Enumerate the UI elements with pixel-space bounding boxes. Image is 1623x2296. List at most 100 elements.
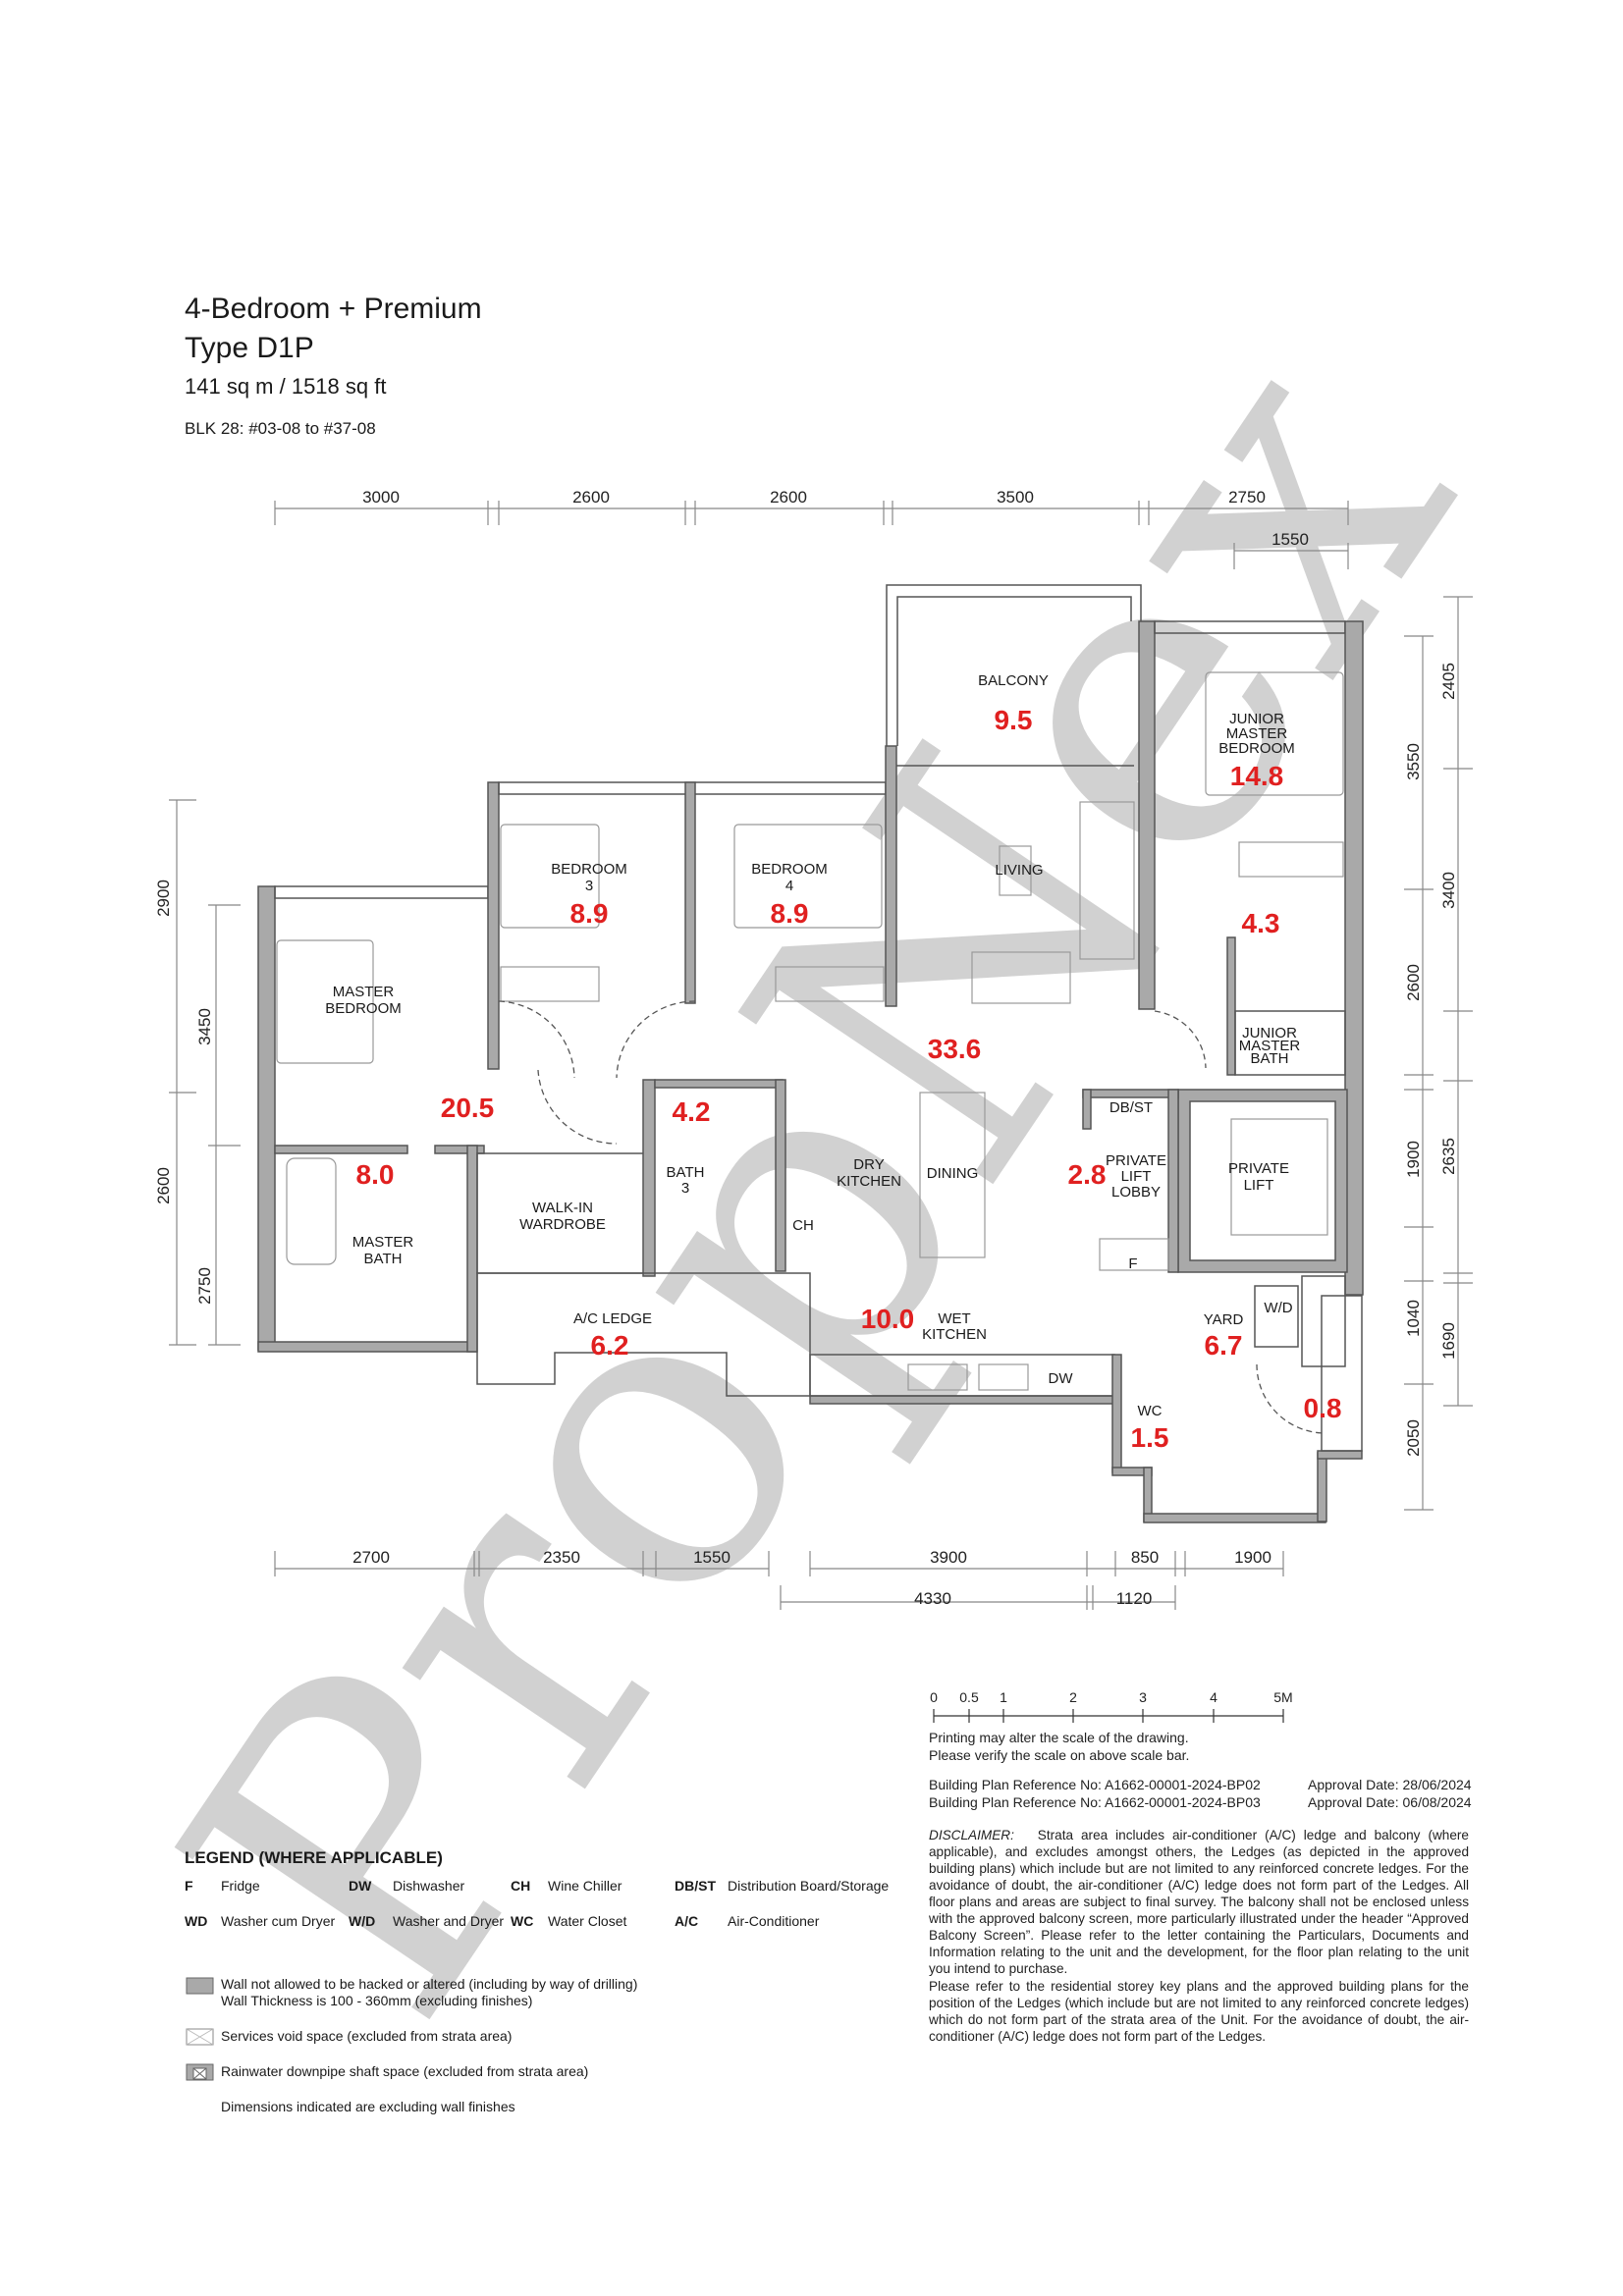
svg-text:KITCHEN: KITCHEN <box>837 1173 901 1190</box>
scale-note-2: Please verify the scale on above scale b… <box>929 1747 1190 1763</box>
svg-text:2405: 2405 <box>1439 663 1458 700</box>
room-junior-master-bath: 4.3 JUNIOR MASTER BATH <box>1239 908 1301 1067</box>
svg-text:3: 3 <box>681 1180 689 1197</box>
svg-text:0.5: 0.5 <box>959 1689 979 1705</box>
svg-text:8.0: 8.0 <box>356 1159 395 1190</box>
svg-text:WC: WC <box>1138 1403 1163 1419</box>
disclaimer-text: Strata area includes air-conditioner (A/… <box>929 1828 1469 1976</box>
scale-bar: 0 0.5 1 2 3 4 5M <box>930 1689 1293 1723</box>
svg-text:BEDROOM: BEDROOM <box>751 861 828 878</box>
svg-text:DRY: DRY <box>853 1156 884 1173</box>
dimensions-left: 2900 2600 3450 2750 <box>154 799 241 1346</box>
room-dining: DINING <box>927 1165 979 1182</box>
svg-text:2: 2 <box>1069 1689 1077 1705</box>
svg-text:5M: 5M <box>1273 1689 1292 1705</box>
ledges-note: Please refer to the residential storey k… <box>929 1979 1469 2044</box>
svg-text:1040: 1040 <box>1404 1300 1423 1337</box>
svg-text:20.5: 20.5 <box>441 1093 495 1123</box>
disclaimer: DISCLAIMER: Strata area includes air-con… <box>929 1827 1469 1977</box>
svg-text:LOBBY: LOBBY <box>1111 1184 1161 1201</box>
svg-text:JUNIOR: JUNIOR <box>1242 1025 1297 1041</box>
svg-text:3000: 3000 <box>362 488 400 507</box>
dimensions-bottom: 2700 2350 1550 3900 850 1900 4330 1120 <box>274 1548 1284 1610</box>
svg-text:BATH: BATH <box>364 1251 403 1267</box>
svg-text:1: 1 <box>1000 1689 1007 1705</box>
svg-text:3: 3 <box>1139 1689 1147 1705</box>
svg-text:1550: 1550 <box>1271 530 1309 549</box>
svg-text:0: 0 <box>930 1689 938 1705</box>
unit-type-code: Type D1P <box>185 332 314 364</box>
svg-text:9.5: 9.5 <box>995 705 1033 735</box>
svg-text:1900: 1900 <box>1404 1141 1423 1178</box>
svg-text:2350: 2350 <box>543 1548 580 1567</box>
svg-text:4.2: 4.2 <box>673 1096 711 1127</box>
unit-type-title: 4-Bedroom + Premium <box>185 293 482 325</box>
svg-text:4330: 4330 <box>914 1589 951 1608</box>
dimensions-top: 3000 2600 2600 3500 2750 1550 <box>274 488 1349 569</box>
svg-text:2050: 2050 <box>1404 1419 1423 1457</box>
services-void-note: Services void space (excluded from strat… <box>221 2028 513 2044</box>
svg-text:BATH: BATH <box>1251 1050 1289 1067</box>
svg-text:14.8: 14.8 <box>1230 761 1284 791</box>
svg-text:WALK-IN: WALK-IN <box>532 1200 593 1216</box>
rainwater-shaft-icon <box>186 2063 214 2081</box>
svg-text:BEDROOM: BEDROOM <box>325 1000 402 1017</box>
svg-text:6.7: 6.7 <box>1205 1330 1243 1361</box>
svg-text:2600: 2600 <box>572 488 610 507</box>
svg-text:1690: 1690 <box>1439 1322 1458 1360</box>
svg-text:3400: 3400 <box>1439 872 1458 909</box>
svg-text:WARDROBE: WARDROBE <box>519 1216 606 1233</box>
room-living: LIVING <box>995 862 1043 879</box>
wine-chiller-label: CH <box>792 1217 814 1234</box>
svg-text:MASTER: MASTER <box>1226 725 1288 742</box>
svg-text:3900: 3900 <box>930 1548 967 1567</box>
svg-text:LIFT: LIFT <box>1244 1177 1274 1194</box>
approval-date-2: Approval Date: 06/08/2024 <box>1308 1794 1472 1810</box>
svg-text:3450: 3450 <box>195 1008 214 1045</box>
scale-note-1: Printing may alter the scale of the draw… <box>929 1730 1189 1745</box>
svg-text:3500: 3500 <box>997 488 1034 507</box>
room-balcony: BALCONY 9.5 <box>978 672 1049 735</box>
svg-text:PRIVATE: PRIVATE <box>1106 1152 1166 1169</box>
fridge-label: F <box>1128 1255 1137 1272</box>
dishwasher-label: DW <box>1049 1370 1074 1387</box>
wall-note-1: Wall not allowed to be hacked or altered… <box>221 1976 638 1992</box>
svg-text:2635: 2635 <box>1439 1138 1458 1175</box>
svg-text:LIFT: LIFT <box>1121 1168 1152 1185</box>
wall-legend-swatch-icon <box>186 1977 214 1995</box>
svg-text:1.5: 1.5 <box>1131 1422 1169 1453</box>
approval-date-1: Approval Date: 28/06/2024 <box>1308 1777 1472 1792</box>
living-dining-area: 33.6 <box>928 1034 982 1064</box>
room-private-lift-lobby: 2.8 PRIVATE LIFT LOBBY <box>1068 1152 1166 1201</box>
svg-text:8.9: 8.9 <box>771 898 809 929</box>
svg-text:PRIVATE: PRIVATE <box>1228 1160 1289 1177</box>
wall-note-2: Wall Thickness is 100 - 360mm (excluding… <box>221 1993 533 2008</box>
svg-text:2750: 2750 <box>1228 488 1266 507</box>
legend-title: LEGEND (WHERE APPLICABLE) <box>185 1848 443 1867</box>
svg-text:WET: WET <box>938 1310 970 1327</box>
svg-text:3: 3 <box>585 878 593 894</box>
watermark-logo: PropNex <box>92 272 1543 2095</box>
svg-text:8.9: 8.9 <box>570 898 609 929</box>
dimensions-right: 3550 2600 1900 1040 2050 2405 3400 2635 … <box>1404 596 1473 1511</box>
svg-text:4: 4 <box>785 878 793 894</box>
db-st-label: DB/ST <box>1109 1099 1153 1116</box>
svg-text:BEDROOM: BEDROOM <box>1218 740 1295 757</box>
svg-text:BEDROOM: BEDROOM <box>551 861 627 878</box>
rainwater-note: Rainwater downpipe shaft space (excluded… <box>221 2063 589 2079</box>
room-labels: BALCONY 9.5 JUNIOR MASTER BEDROOM 14.8 BE… <box>325 672 1341 1453</box>
svg-text:BATH: BATH <box>667 1164 705 1181</box>
svg-text:BALCONY: BALCONY <box>978 672 1049 689</box>
svg-text:PropNex: PropNex <box>92 272 1543 2095</box>
svg-text:2750: 2750 <box>195 1267 214 1305</box>
svg-text:1550: 1550 <box>693 1548 730 1567</box>
ledge-area: 0.8 <box>1304 1393 1342 1423</box>
